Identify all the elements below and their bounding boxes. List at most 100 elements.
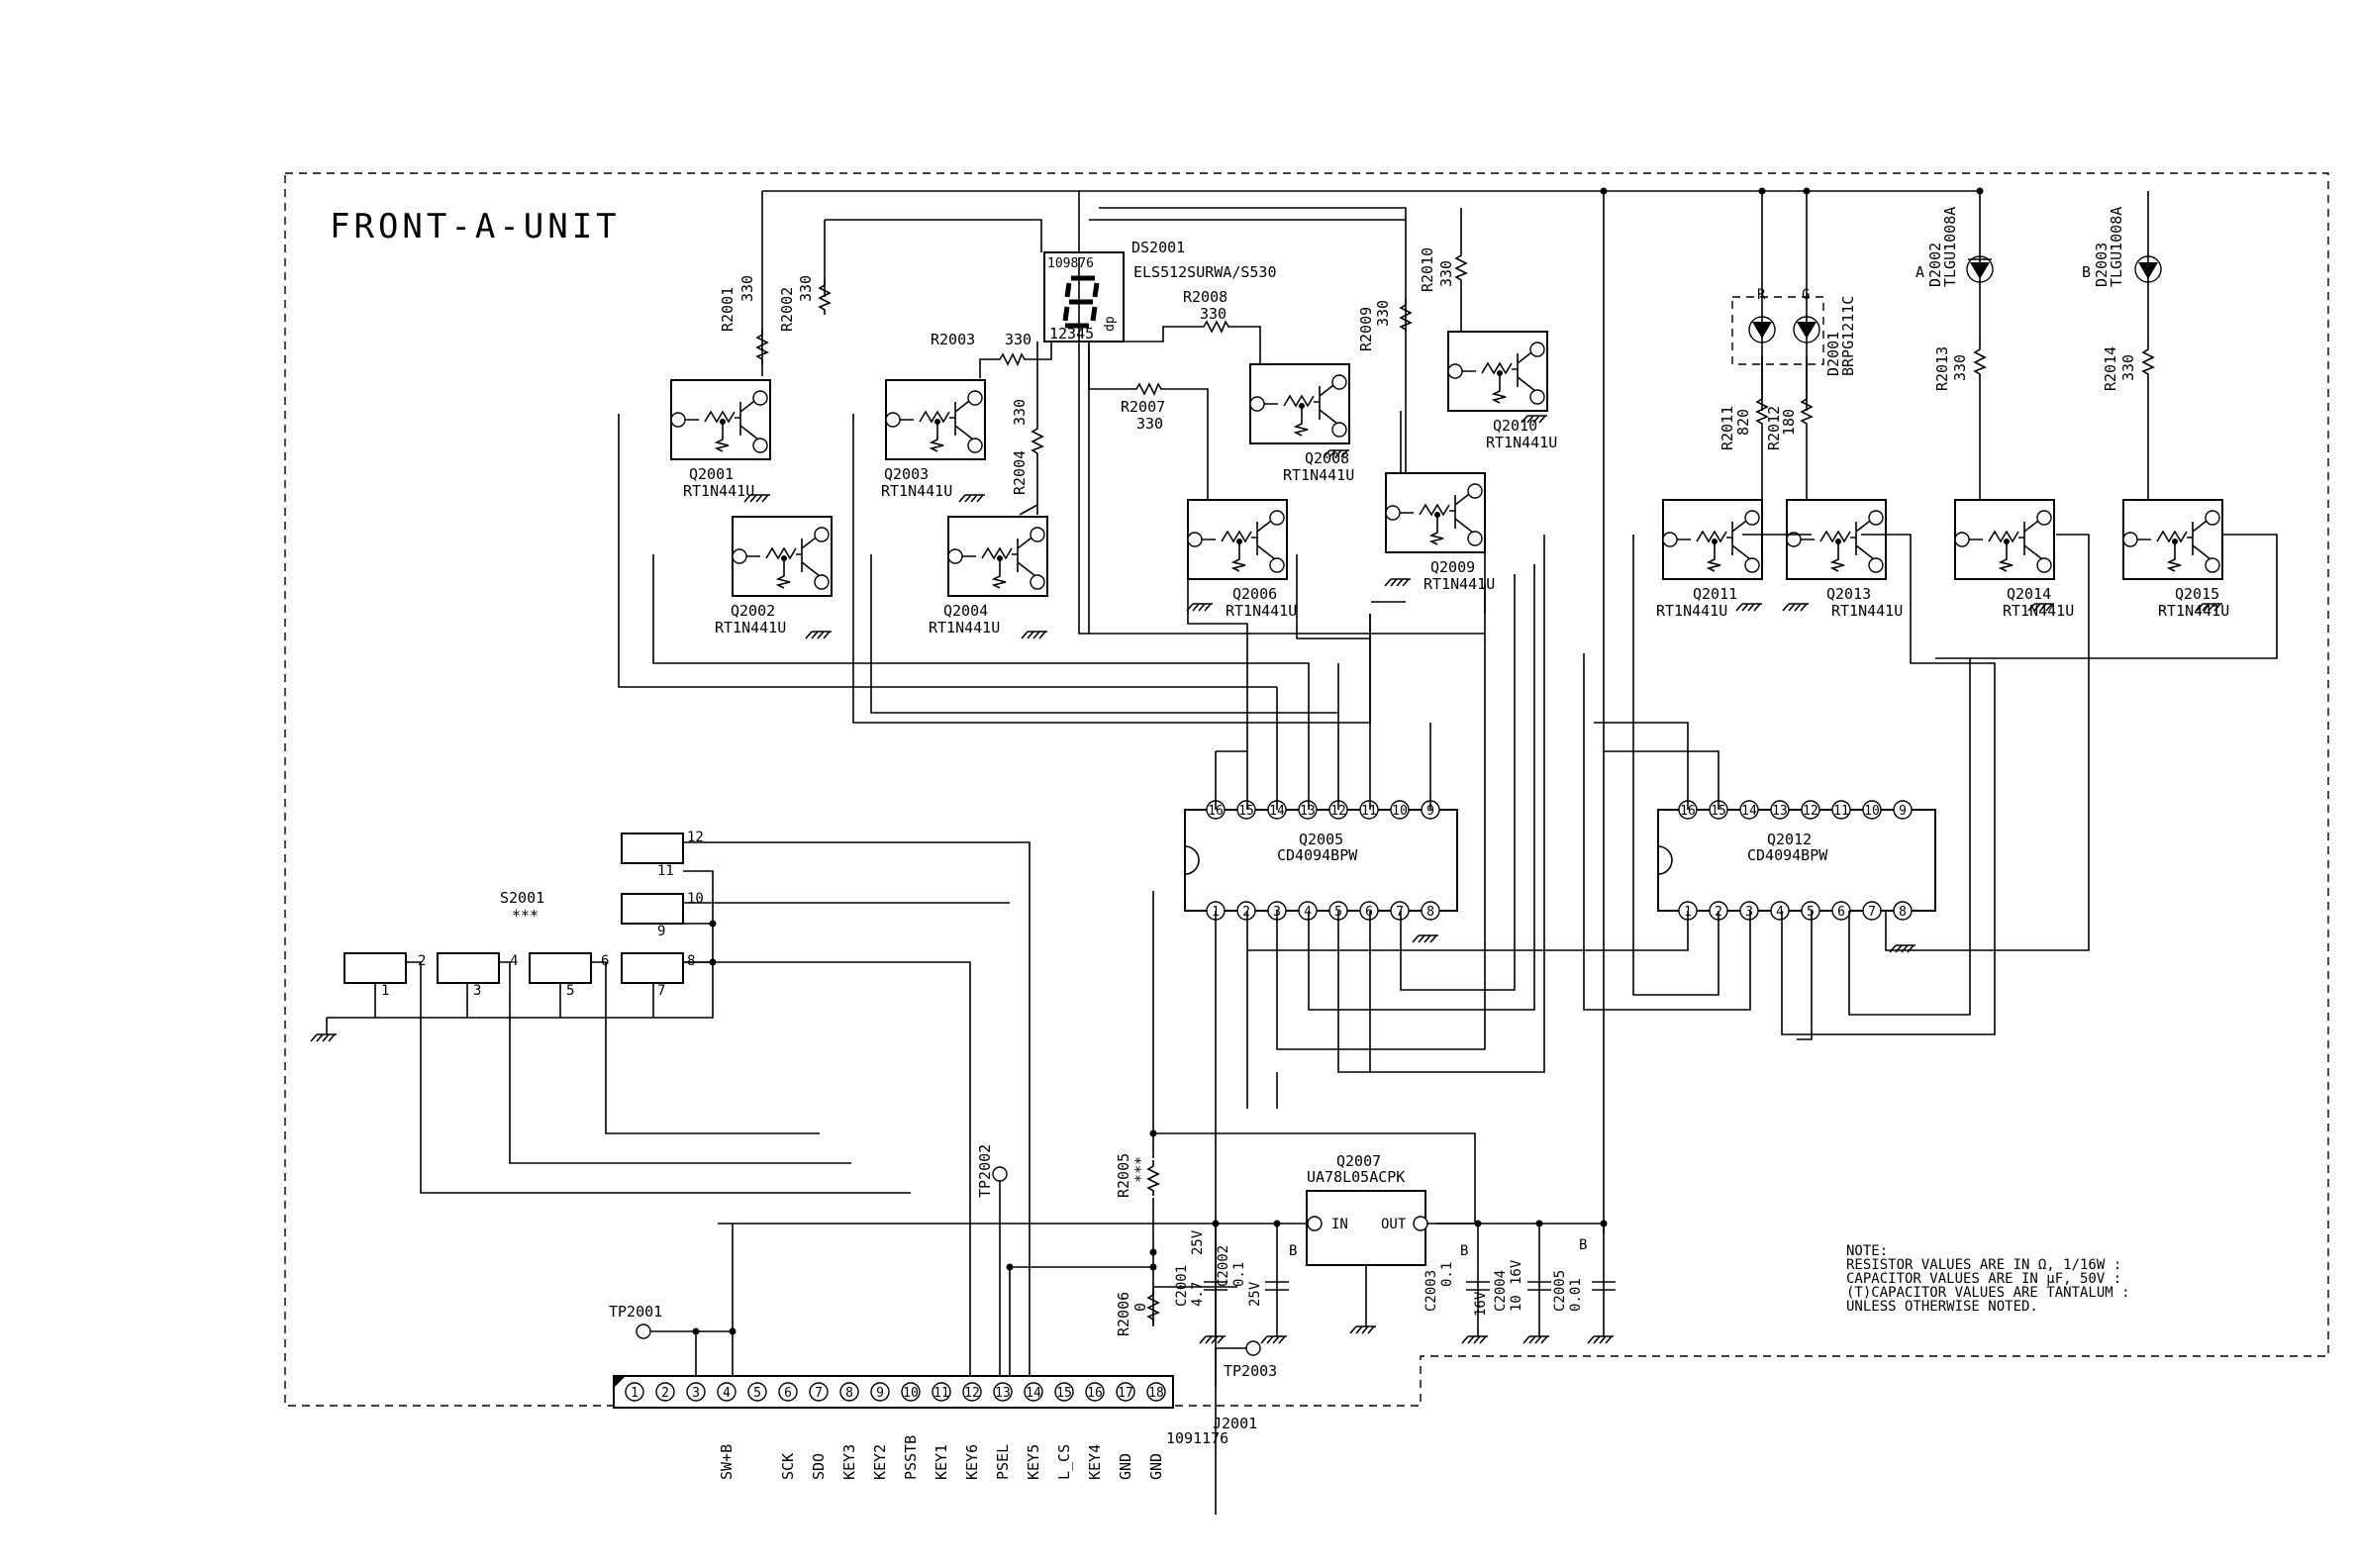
svg-text:Q2001: Q2001 — [689, 465, 734, 483]
connector-signal: L_CS — [1055, 1444, 1073, 1480]
resistor-r2010: R2010 330 — [1419, 208, 1467, 332]
svg-text:RT1N441U: RT1N441U — [1226, 602, 1297, 620]
svg-text:R2004: R2004 — [1011, 450, 1029, 495]
ic-pin-label: 10 — [1864, 804, 1880, 819]
svg-text:RT1N441U: RT1N441U — [881, 482, 952, 500]
ic-pin-label: 13 — [1772, 804, 1788, 819]
svg-text:TLGU1008A: TLGU1008A — [2108, 207, 2125, 287]
svg-text:RT1N441U: RT1N441U — [1656, 602, 1727, 620]
display-ds2001: 109876 12345 dp DS2001 ELS512SURWA/S530 — [1043, 239, 1277, 343]
connector-pin-label: 18 — [1148, 1386, 1164, 1401]
svg-text:2: 2 — [418, 953, 426, 969]
connector-pin-label: 7 — [815, 1386, 823, 1401]
led-d2003: B D2003 TLGU1008A — [2082, 207, 2162, 344]
ic-pin-label: 4 — [1304, 905, 1312, 920]
svg-text:Q2007: Q2007 — [1336, 1152, 1381, 1170]
svg-text:D2002: D2002 — [1926, 243, 1944, 287]
svg-text:Q2010: Q2010 — [1493, 417, 1537, 435]
svg-text:330: 330 — [1200, 305, 1227, 323]
switch-s2001: S2001 *** 1 2 3 4 5 6 7 8 9 10 11 12 — [310, 830, 1031, 1386]
svg-text:12: 12 — [687, 830, 704, 845]
svg-text:330: 330 — [1437, 260, 1455, 287]
svg-text:330: 330 — [2119, 354, 2137, 381]
svg-text:3: 3 — [473, 983, 481, 999]
svg-text:RT1N441U: RT1N441U — [2003, 602, 2074, 620]
connector-signal: GND — [1147, 1453, 1165, 1480]
connector-pin-label: 1 — [631, 1386, 638, 1401]
svg-text:Q2009: Q2009 — [1430, 558, 1475, 576]
svg-text:R2011: R2011 — [1719, 406, 1736, 450]
connector-pin — [625, 1382, 644, 1402]
ic-pin-label: 10 — [1392, 804, 1408, 819]
connector-pin-label: 14 — [1026, 1386, 1041, 1401]
connector-pin — [747, 1382, 767, 1402]
svg-text:Q2012: Q2012 — [1767, 831, 1812, 848]
svg-text:R2003: R2003 — [931, 331, 975, 348]
connector-signal: GND — [1117, 1453, 1134, 1480]
svg-text:R2013: R2013 — [1933, 346, 1951, 391]
ic-pin — [1801, 800, 1820, 820]
ic-pin — [1739, 901, 1759, 921]
svg-text:NOTE:: NOTE: — [1846, 1243, 1888, 1259]
svg-text:OUT: OUT — [1381, 1217, 1407, 1232]
r2006-val: 0 — [1131, 1303, 1149, 1312]
svg-text:UNLESS OTHERWISE NOTED.: UNLESS OTHERWISE NOTED. — [1846, 1299, 2038, 1315]
ic-pin-label: 6 — [1365, 905, 1373, 920]
svg-text:R2008: R2008 — [1183, 288, 1228, 306]
capacitor-c2004: C2004 10 16V — [1493, 1259, 1551, 1344]
svg-text:Q2014: Q2014 — [2007, 585, 2051, 603]
ic-pin-label: 2 — [1242, 905, 1250, 920]
ic-pin — [1893, 901, 1913, 921]
svg-text:0.1: 0.1 — [1439, 1262, 1455, 1287]
svg-text:RT1N441U: RT1N441U — [929, 619, 1000, 637]
svg-text:10: 10 — [1509, 1295, 1524, 1312]
svg-text:330: 330 — [1011, 399, 1029, 426]
resistor-r2009: R2009 330 — [1357, 298, 1412, 475]
ic-pin-label: 4 — [1776, 905, 1784, 920]
resistor-r2011: R2011 820 — [1719, 392, 1768, 500]
svg-text:RT1N441U: RT1N441U — [1486, 434, 1557, 451]
svg-text:TP2003: TP2003 — [1224, 1362, 1277, 1380]
svg-text:180: 180 — [1780, 409, 1798, 436]
svg-text:8: 8 — [687, 953, 695, 969]
ic-pin-label: 8 — [1899, 905, 1907, 920]
connector-signal: SCK — [779, 1453, 797, 1480]
ic-pin — [1390, 800, 1410, 820]
svg-text:A: A — [1915, 263, 1924, 281]
connector-pin — [809, 1382, 829, 1402]
ic-pin-label: 14 — [1269, 804, 1285, 819]
svg-text:7: 7 — [657, 983, 665, 999]
connector-signal: KEY5 — [1025, 1444, 1042, 1480]
testpoint-tp2002: TP2002 — [976, 1144, 1008, 1386]
unit-title: FRONT-A-UNIT — [330, 207, 621, 246]
svg-text:B: B — [1289, 1243, 1297, 1259]
svg-text:10: 10 — [687, 891, 704, 907]
ic-pin — [1831, 901, 1851, 921]
connector-pin-label: 5 — [753, 1386, 761, 1401]
svg-text:Q2015: Q2015 — [2175, 585, 2219, 603]
svg-text:25V: 25V — [1190, 1229, 1206, 1255]
ic-pin-label: 14 — [1741, 804, 1757, 819]
ic-pin-label: 16 — [1208, 804, 1224, 819]
connector-pin-label: 3 — [692, 1386, 700, 1401]
connector-signal: KEY3 — [840, 1444, 858, 1480]
ic-pin-label: 9 — [1899, 804, 1907, 819]
connector-pin — [717, 1382, 737, 1402]
ic-pin — [1831, 800, 1851, 820]
testpoint-tp2001: TP2001 — [609, 1303, 737, 1386]
svg-text:330: 330 — [1951, 354, 1969, 381]
resistor-r2008: R2008 330 — [1109, 288, 1261, 364]
svg-text:Q2003: Q2003 — [884, 465, 929, 483]
svg-text:C2004: C2004 — [1493, 1270, 1509, 1312]
connector-pin — [901, 1382, 921, 1402]
svg-text:11: 11 — [657, 863, 674, 879]
testpoint-tp2003: TP2003 — [1215, 1340, 1277, 1386]
connector-pin-label: 9 — [876, 1386, 884, 1401]
resistor-r2003: R2003 330 — [931, 331, 1052, 378]
resistor-r2004: R2004 330 — [1011, 342, 1043, 516]
